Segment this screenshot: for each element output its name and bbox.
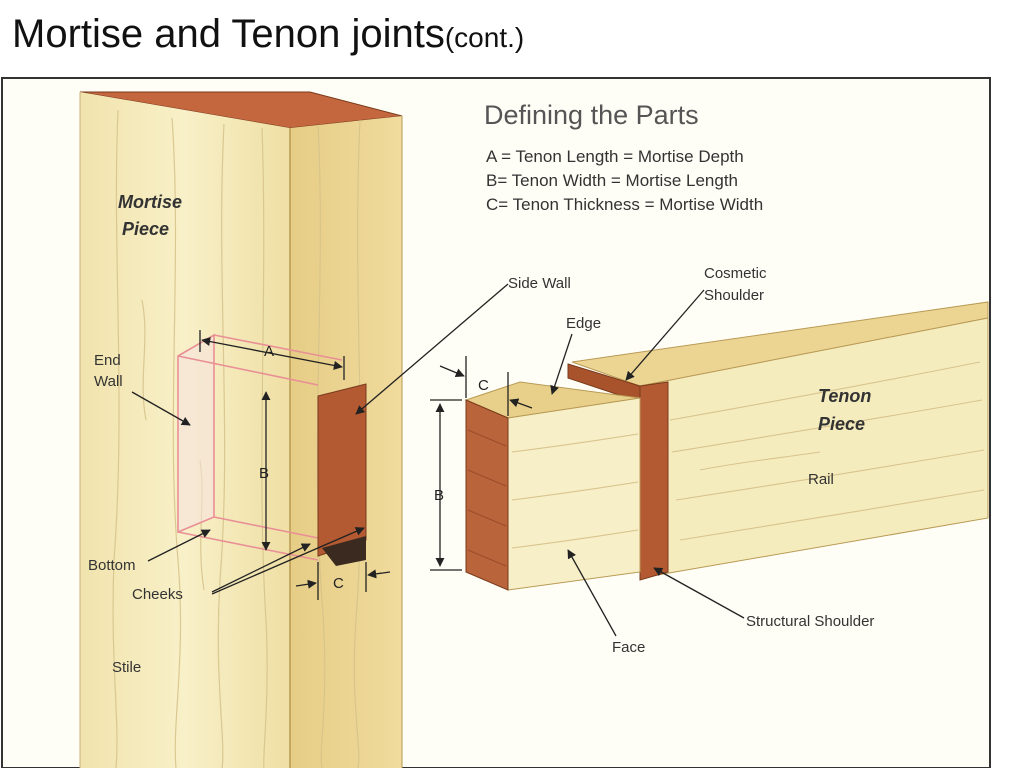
side-wall-label: Side Wall <box>508 275 571 292</box>
dimension-b-mortise-label: B <box>259 465 269 482</box>
definition-c: C= Tenon Thickness = Mortise Width <box>486 195 763 214</box>
definition-b: B= Tenon Width = Mortise Length <box>486 171 738 190</box>
bottom-leader <box>147 529 211 562</box>
edge-leader <box>550 333 573 395</box>
cosmetic-shoulder-leader <box>625 289 705 381</box>
rail-grain <box>669 361 985 541</box>
rail-label: Rail <box>808 471 834 488</box>
definition-a: A = Tenon Length = Mortise Depth <box>486 147 744 166</box>
bottom-label: Bottom <box>88 557 136 574</box>
side-wall-leader <box>355 283 509 415</box>
tenon-piece-label-line2: Piece <box>818 414 865 434</box>
tenon-piece-label-line1: Tenon <box>818 386 871 406</box>
structural-shoulder-label: Structural Shoulder <box>746 613 874 630</box>
tenon <box>464 381 641 591</box>
end-wall-leader <box>131 391 191 426</box>
mortise-piece-label-line1: Mortise <box>118 192 182 212</box>
slide-title-main: Mortise and Tenon joints <box>12 12 445 56</box>
dimension-c-mortise-label: C <box>333 575 344 592</box>
slide-title: Mortise and Tenon joints(cont.) <box>12 8 524 64</box>
cheeks-label: Cheeks <box>132 586 183 603</box>
dimension-b-tenon-label: B <box>434 487 444 504</box>
dimension-a-label: A <box>264 343 274 360</box>
cosmetic-shoulder-label-line2: Shoulder <box>704 287 764 304</box>
cosmetic-shoulder-label-line1: Cosmetic <box>704 265 767 282</box>
end-wall-label-line1: End <box>94 352 121 369</box>
cheeks-leader-1 <box>211 543 311 593</box>
dimension-c-mortise <box>295 562 391 600</box>
end-wall-label-line2: Wall <box>94 373 123 390</box>
edge-label: Edge <box>566 315 601 332</box>
face-label: Face <box>612 639 645 656</box>
stile-label: Stile <box>112 659 141 676</box>
dimension-b-tenon <box>430 399 462 571</box>
tenon-piece-rail <box>567 301 989 581</box>
parts-heading: Defining the Parts <box>484 100 699 130</box>
face-leader <box>567 549 617 637</box>
structural-shoulder-end-grain <box>639 381 669 581</box>
cheeks-leader-2 <box>211 527 365 595</box>
slide-title-suffix: (cont.) <box>444 22 525 53</box>
dimension-a <box>199 330 345 380</box>
mortise-opening-shadow <box>322 536 366 566</box>
tenon-end-grain <box>465 399 509 591</box>
dimension-c-tenon-label: C <box>478 377 489 394</box>
dimension-c-tenon <box>439 356 533 416</box>
mortise-piece-label-line2: Piece <box>122 219 169 239</box>
structural-shoulder-leader <box>653 567 745 619</box>
